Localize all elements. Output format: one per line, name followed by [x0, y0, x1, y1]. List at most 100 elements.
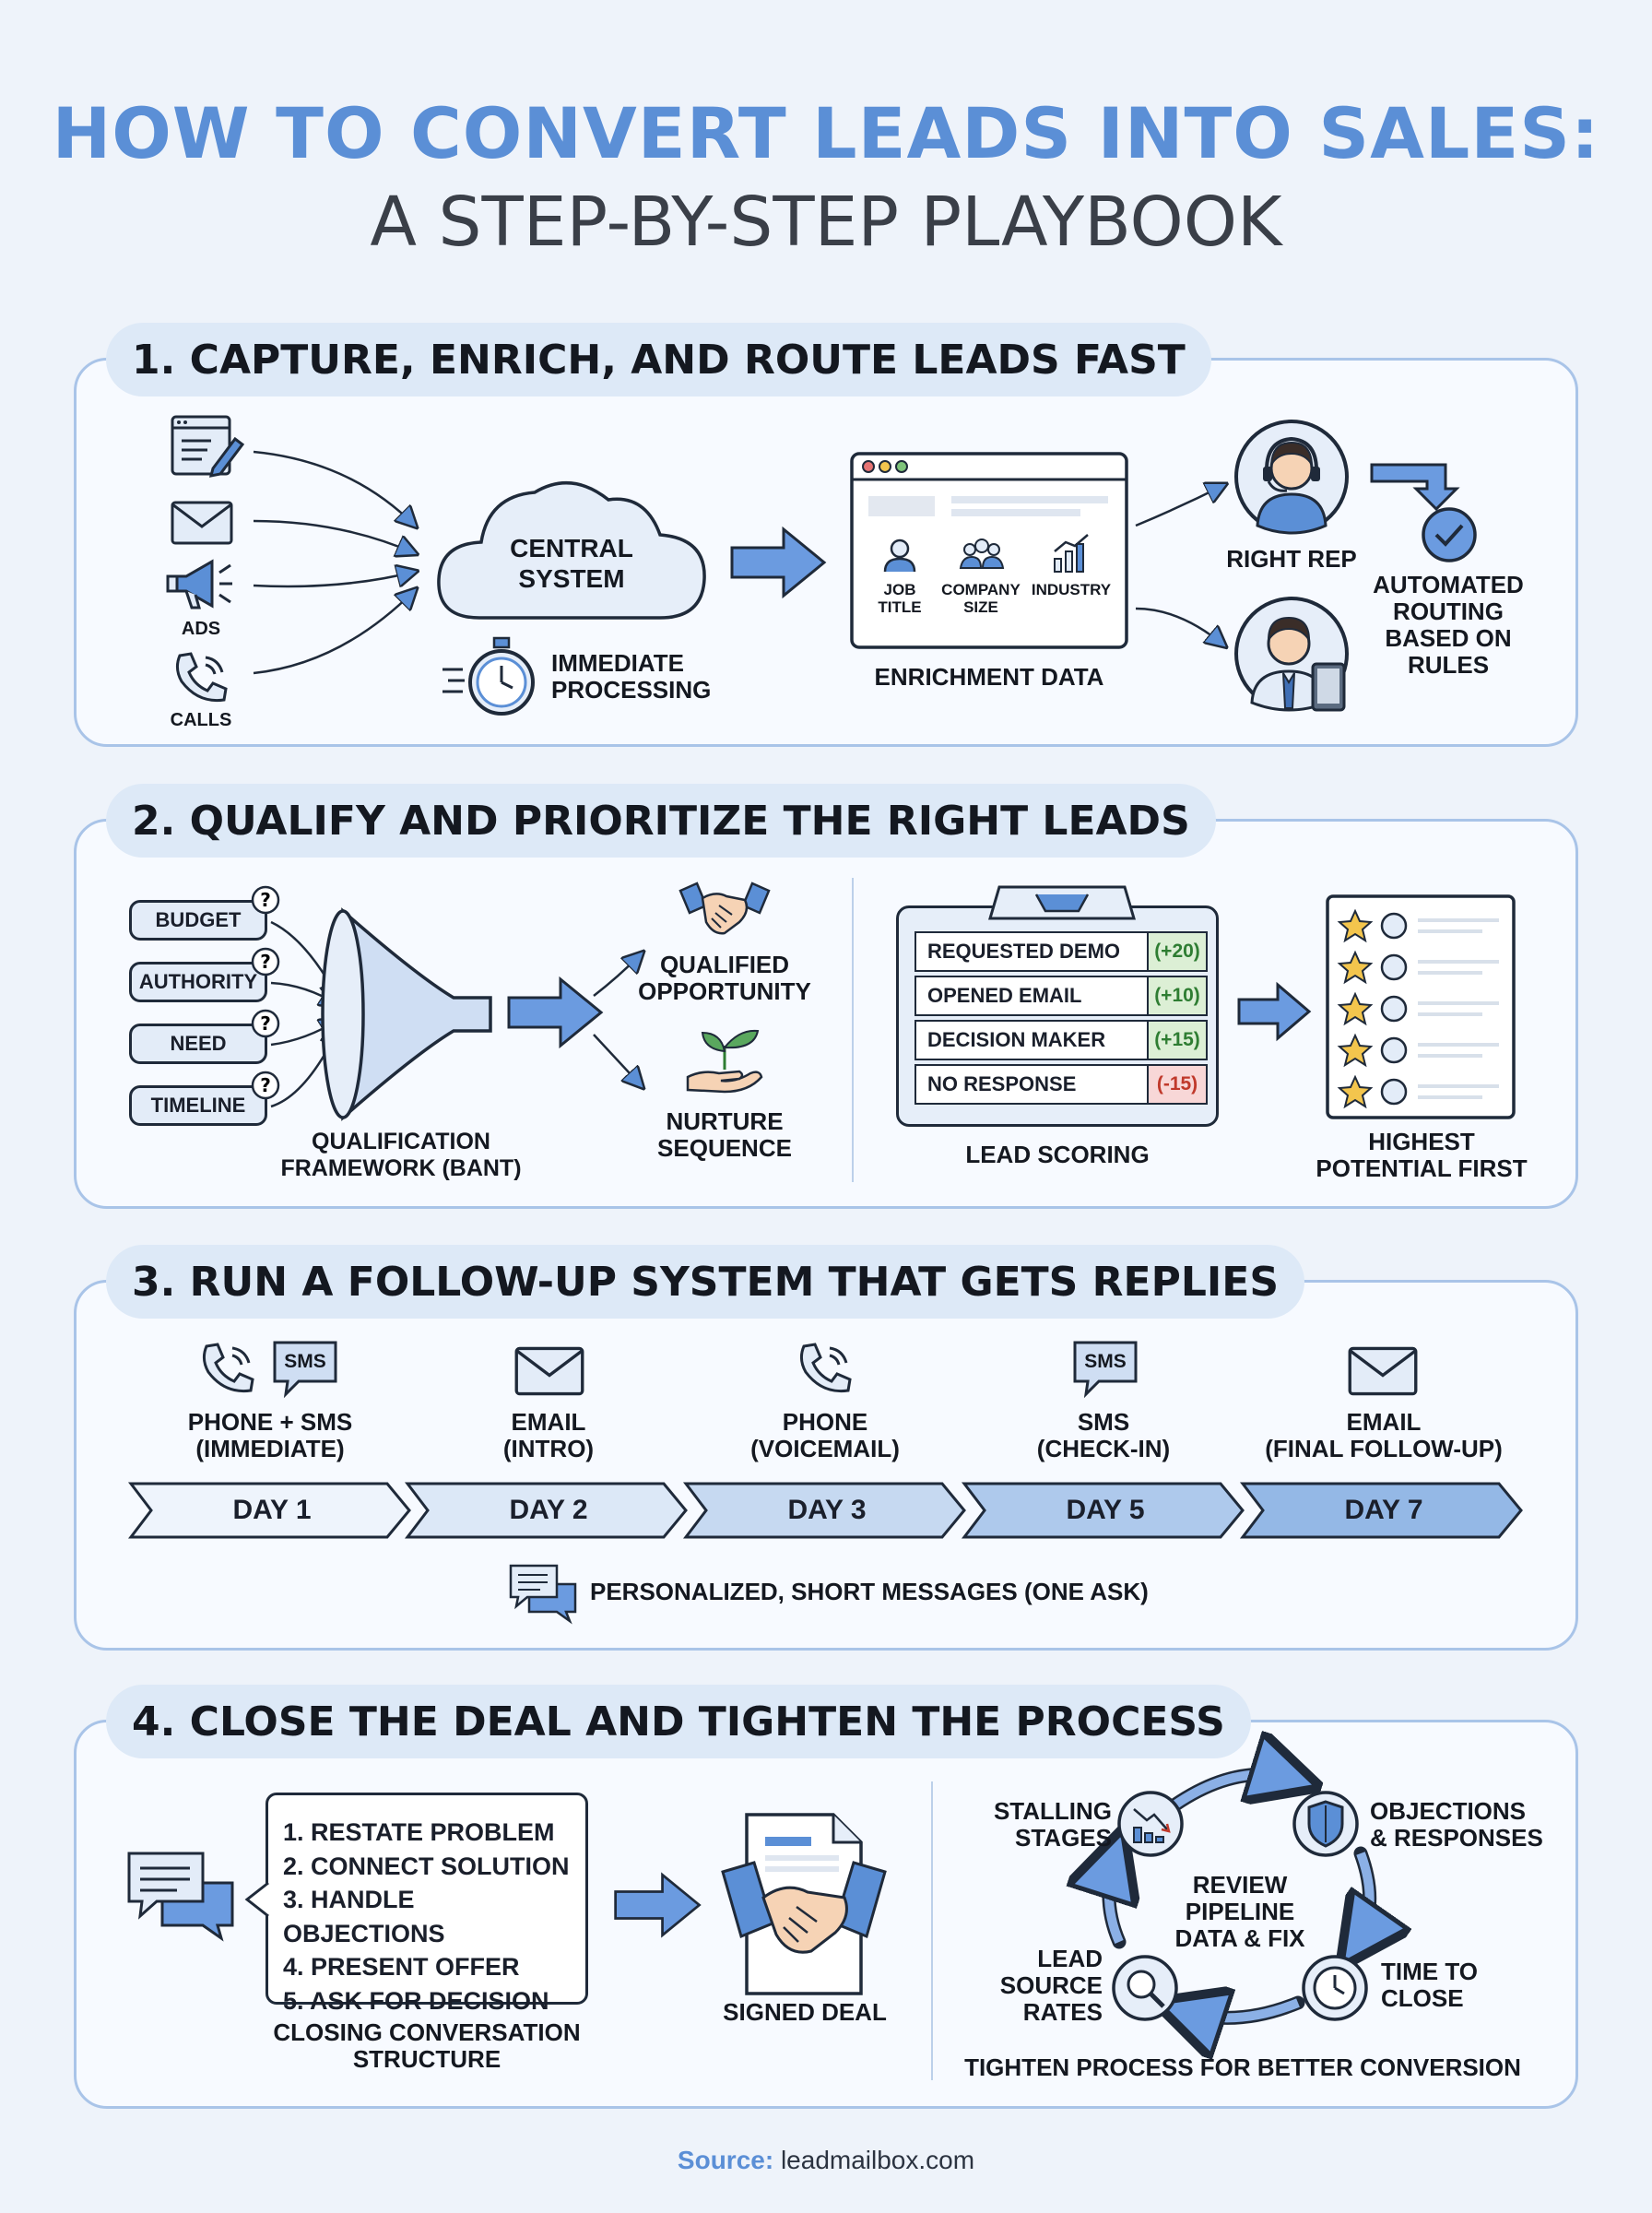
- phone-icon: [175, 652, 228, 703]
- steps-box-pointer: [244, 1881, 270, 1918]
- shield-icon: [1292, 1791, 1359, 1857]
- score-value: (+15): [1147, 1022, 1206, 1059]
- split-arrows: [593, 931, 645, 1097]
- day-1-label: DAY 1: [232, 1495, 312, 1525]
- calls-label: CALLS: [170, 710, 232, 730]
- closing-step-3: 3. HANDLE OBJECTIONS: [283, 1886, 445, 1947]
- tighten-process-label: TIGHTEN PROCESS FOR BETTER CONVERSION: [964, 2053, 1521, 2081]
- score-label: NO RESPONSE: [927, 1072, 1077, 1095]
- chat-bubbles-icon: [509, 1564, 577, 1625]
- industry-label: INDUSTRY: [1031, 581, 1112, 598]
- day-chevron-1: [127, 1482, 411, 1539]
- bant-timeline: TIMELINE: [129, 1085, 267, 1126]
- svg-text:?: ?: [260, 1012, 271, 1035]
- form-icon: [171, 415, 245, 478]
- closing-structure-label: CLOSING CONVERSATION STRUCTURE: [273, 2018, 581, 2073]
- stopwatch-icon: [442, 636, 535, 716]
- handshake-icon: [678, 882, 771, 935]
- section-4-divider: [931, 1781, 933, 2080]
- clipboard-clip: [987, 885, 1137, 920]
- sms-bubble-icon-day5: [1073, 1341, 1138, 1399]
- objections-label: OBJECTIONS & RESPONSES: [1370, 1797, 1543, 1852]
- stalling-stages-label: STALLING STAGES: [993, 1797, 1112, 1852]
- title-line-1: HOW TO CONVERT LEADS INTO SALES:: [52, 92, 1600, 174]
- bant-authority: AUTHORITY: [129, 962, 267, 1002]
- section-2-heading: 2. QUALIFY AND PRIORITIZE THE RIGHT LEAD…: [106, 784, 1216, 858]
- phone-icon-day3: [799, 1343, 852, 1393]
- svg-text:?: ?: [260, 1074, 271, 1096]
- arrow-right-icon: [730, 526, 827, 599]
- ads-label: ADS: [181, 619, 221, 639]
- source-link[interactable]: leadmailbox.com: [780, 2146, 975, 2174]
- conversation-icon: [127, 1852, 234, 1942]
- score-row-requested-demo: REQUESTED DEMO (+20): [914, 931, 1208, 972]
- signed-deal-icon: [721, 1813, 887, 1995]
- time-to-close-label: TIME TO CLOSE: [1381, 1958, 1478, 2012]
- closing-steps-box: 1. RESTATE PROBLEM 2. CONNECT SOLUTION 3…: [266, 1793, 588, 2015]
- closing-step-4: 4. PRESENT OFFER: [283, 1953, 520, 1981]
- sales-rep-avatar: [1234, 597, 1349, 712]
- day-chevron-3: [682, 1482, 966, 1539]
- framework-label: QUALIFICATION FRAMEWORK (BANT): [280, 1129, 522, 1181]
- closing-step-5: 5. ASK FOR DECISION: [283, 1986, 549, 2015]
- right-rep-label: RIGHT REP: [1226, 545, 1357, 573]
- stalling-chart-icon: [1117, 1791, 1184, 1857]
- review-cycle-arrows: [1088, 1761, 1392, 2029]
- enrichment-data-label: ENRICHMENT DATA: [874, 663, 1104, 691]
- nurture-plant-icon: [686, 1029, 763, 1094]
- svg-text:?: ?: [260, 889, 271, 911]
- job-title-label: JOB TITLE: [878, 581, 922, 616]
- day2-channel-label: EMAIL (INTRO): [502, 1408, 595, 1462]
- day-chevron-2: [404, 1482, 688, 1539]
- day3-channel-label: PHONE (VOICEMAIL): [750, 1408, 900, 1462]
- score-value: (+20): [1147, 933, 1206, 970]
- follow-up-note: PERSONALIZED, SHORT MESSAGES (ONE ASK): [590, 1578, 1149, 1605]
- phone-icon-day1: [202, 1343, 254, 1393]
- section-2-divider: [852, 878, 854, 1182]
- highest-potential-label: HIGHEST POTENTIAL FIRST: [1316, 1128, 1528, 1182]
- section-1-heading: 1. CAPTURE, ENRICH, AND ROUTE LEADS FAST: [106, 323, 1211, 396]
- score-label: DECISION MAKER: [927, 1028, 1106, 1051]
- immediate-processing-label: IMMEDIATE PROCESSING: [551, 649, 712, 704]
- day-chevron-4: [961, 1482, 1245, 1539]
- automated-routing-label: AUTOMATED ROUTING BASED ON RULES: [1373, 571, 1524, 679]
- qualified-opportunity-label: QUALIFIED OPPORTUNITY: [638, 951, 811, 1005]
- signed-deal-label: SIGNED DEAL: [723, 1998, 887, 2026]
- company-size-icon: [959, 538, 1005, 569]
- score-label: OPENED EMAIL: [927, 984, 1082, 1007]
- email-icon: [171, 501, 233, 545]
- score-row-no-response: NO RESPONSE (-15): [914, 1064, 1208, 1105]
- day7-channel-label: EMAIL (FINAL FOLLOW-UP): [1265, 1408, 1503, 1462]
- sms-bubble-icon-day1: [273, 1341, 337, 1399]
- sms-badge-day5: SMS: [1084, 1351, 1127, 1372]
- bant-need: NEED: [129, 1024, 267, 1064]
- source-label: Source:: [677, 2146, 774, 2174]
- title-line-2: A STEP-BY-STEP PLAYBOOK: [370, 183, 1282, 262]
- score-value: (+10): [1147, 977, 1206, 1014]
- megaphone-icon: [166, 559, 232, 609]
- score-label: REQUESTED DEMO: [927, 940, 1121, 963]
- nurture-sequence-label: NURTURE SEQUENCE: [657, 1107, 792, 1162]
- score-row-opened-email: OPENED EMAIL (+10): [914, 976, 1208, 1016]
- magnifier-icon: [1112, 1955, 1178, 2021]
- routing-elbow-arrow: [1370, 463, 1460, 512]
- clock-icon: [1302, 1955, 1368, 2021]
- day-5-label: DAY 5: [1066, 1495, 1145, 1525]
- section-3-heading: 3. RUN A FOLLOW-UP SYSTEM THAT GETS REPL…: [106, 1245, 1305, 1319]
- support-rep-avatar: [1234, 420, 1349, 535]
- bant-budget: BUDGET: [129, 900, 267, 941]
- ranked-leads-list: [1326, 894, 1516, 1119]
- company-size-label: COMPANY SIZE: [941, 581, 1021, 616]
- review-pipeline-label: REVIEW PIPELINE DATA & FIX: [1174, 1871, 1305, 1952]
- day-3-label: DAY 3: [787, 1495, 867, 1525]
- central-system-label: CENTRAL SYSTEM: [510, 534, 633, 593]
- funnel-icon: [270, 907, 492, 1121]
- day1-channel-label: PHONE + SMS (IMMEDIATE): [187, 1408, 353, 1462]
- section-4-heading: 4. CLOSE THE DEAL AND TIGHTEN THE PROCES…: [106, 1685, 1251, 1758]
- check-circle-icon: [1422, 507, 1477, 562]
- closing-step-2: 2. CONNECT SOLUTION: [283, 1852, 570, 1880]
- closing-step-1: 1. RESTATE PROBLEM: [283, 1818, 555, 1846]
- day-7-label: DAY 7: [1344, 1495, 1423, 1525]
- day5-channel-label: SMS (CHECK-IN): [1036, 1408, 1171, 1462]
- job-title-icon: [883, 538, 916, 573]
